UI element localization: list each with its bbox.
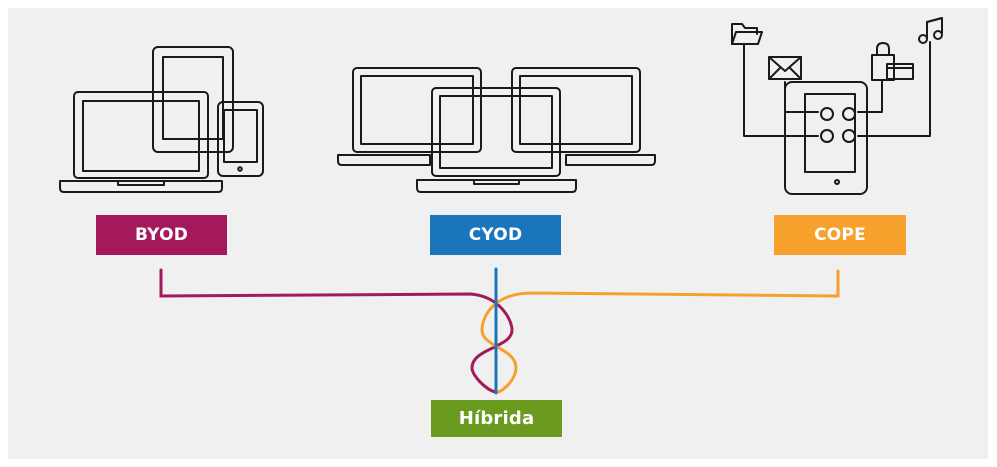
tablet-icon xyxy=(784,81,868,195)
tablet-icon xyxy=(152,46,234,153)
laptop-icon xyxy=(511,67,656,166)
cope-label: COPE xyxy=(774,215,906,255)
cope-connector-line xyxy=(480,269,840,394)
laptop-icon xyxy=(337,67,482,166)
cyod-label: CYOD xyxy=(430,215,561,255)
hybrid-label: Híbrida xyxy=(431,400,562,437)
shopping-bag-icon xyxy=(871,42,914,81)
laptop-icon xyxy=(59,91,223,193)
byod-devices-icon xyxy=(59,46,264,193)
laptop-icon xyxy=(416,87,577,193)
envelope-icon xyxy=(768,56,802,80)
music-note-icon xyxy=(918,17,943,44)
cyod-devices-icon xyxy=(337,67,656,193)
cope-devices-icon xyxy=(731,17,943,195)
byod-label: BYOD xyxy=(96,215,227,255)
smartphone-icon xyxy=(217,101,264,177)
folder-icon xyxy=(731,23,763,45)
byod-connector-line xyxy=(159,268,514,394)
